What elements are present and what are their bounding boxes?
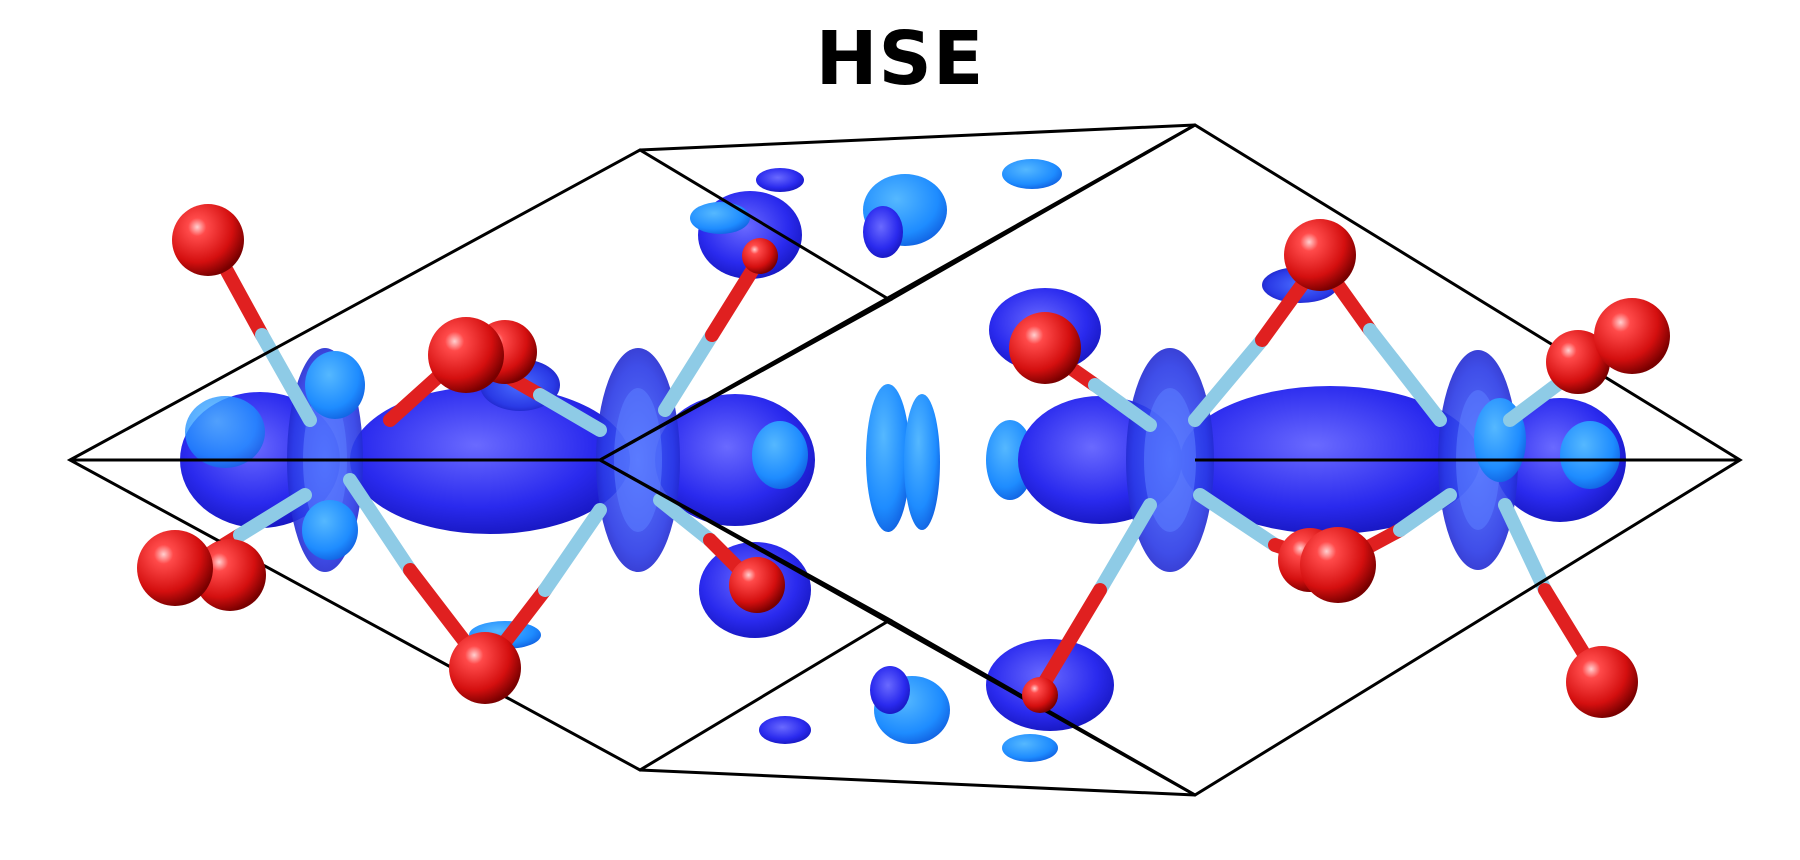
bond — [658, 328, 719, 417]
bond — [383, 368, 447, 427]
isosurface-ring — [614, 388, 662, 532]
oxygen-atom — [742, 238, 778, 274]
oxygen-atom — [1300, 527, 1376, 603]
oxygen-atom — [137, 530, 213, 606]
bond — [533, 388, 607, 437]
cell-edge — [639, 768, 1196, 797]
isosurface-lobe — [1560, 421, 1620, 489]
bond — [538, 503, 607, 597]
isosurface-lobe — [1002, 734, 1058, 762]
oxygen-atom — [172, 204, 244, 276]
cell-edge — [639, 123, 1196, 152]
bond — [1363, 323, 1447, 427]
oxygen-atom — [1022, 677, 1058, 713]
isosurface-lobe — [986, 420, 1034, 500]
atom-layer — [137, 204, 1670, 718]
isosurface-lobe — [756, 168, 804, 192]
figure-title: HSE — [815, 16, 985, 102]
oxygen-atom — [1566, 646, 1638, 718]
bond — [343, 473, 417, 577]
isosurface-ring — [1144, 388, 1196, 532]
oxygen-atom — [1284, 219, 1356, 291]
oxygen-atom — [1546, 330, 1610, 394]
cell-edge — [889, 123, 1196, 302]
isosurface-lobe — [302, 500, 358, 560]
isosurface-lobe — [863, 206, 903, 258]
isosurface-lobe — [185, 396, 265, 468]
isosurface-lobe — [305, 351, 365, 419]
isosurface-lobe — [904, 394, 940, 530]
isosurface-lobe — [752, 421, 808, 489]
bond — [1093, 498, 1157, 597]
bond — [1188, 333, 1269, 427]
isosurface-lobe — [759, 716, 811, 744]
oxygen-atom — [1594, 298, 1670, 374]
oxygen-atom — [1009, 312, 1081, 384]
bond — [653, 493, 717, 547]
oxygen-atom — [194, 539, 266, 611]
bond — [1498, 498, 1552, 597]
isosurface-lobe — [690, 202, 750, 234]
bond — [255, 328, 317, 427]
isosurface-lobe — [870, 666, 910, 714]
isosurface-lobe — [866, 384, 910, 532]
bond — [1088, 378, 1157, 432]
bond — [233, 488, 312, 542]
oxygen-atom — [449, 632, 521, 704]
oxygen-atom — [729, 557, 785, 613]
bond — [1033, 583, 1107, 697]
bond — [1193, 488, 1282, 552]
oxygen-atom — [428, 317, 504, 393]
bond — [1393, 488, 1457, 537]
isosurface-lobe — [1002, 159, 1062, 189]
